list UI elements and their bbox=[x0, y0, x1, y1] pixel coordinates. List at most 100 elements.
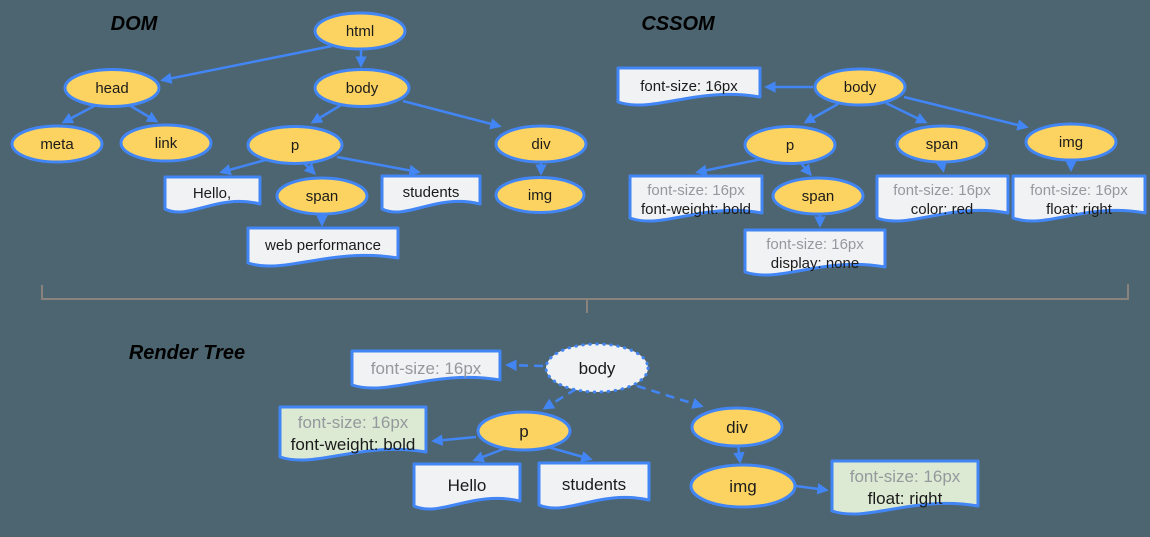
dom-textnode-students: students bbox=[380, 174, 482, 214]
rt-node-img-ellipse bbox=[689, 463, 797, 509]
cssom-rule-body-line1: font-size: 16px bbox=[640, 78, 738, 95]
dom-node-img: img bbox=[494, 176, 586, 214]
dom-edge-body-p bbox=[310, 103, 342, 124]
rt-textnode-students-label: students bbox=[562, 475, 626, 494]
rt-node-body-ellipse bbox=[544, 342, 650, 394]
dom-edge-head-meta bbox=[61, 103, 97, 124]
dom-node-span: span bbox=[275, 176, 369, 216]
dom-edge-body-div bbox=[402, 99, 502, 130]
dom-textnode-students-shape bbox=[380, 174, 482, 214]
dom-node-p-ellipse bbox=[246, 125, 344, 165]
cssom-node-body: body bbox=[813, 67, 907, 107]
dom-node-html-ellipse bbox=[313, 11, 407, 51]
dom-edge-p-hello bbox=[219, 157, 270, 176]
rt-textnode-hello: Hello bbox=[412, 462, 522, 511]
dom-node-meta: meta bbox=[10, 124, 104, 164]
cssom-rule-body: font-size: 16px bbox=[616, 66, 762, 107]
cssom-node-img: img bbox=[1024, 122, 1118, 162]
dom-textnode-hello-label: Hello, bbox=[193, 185, 231, 202]
dom-node-head-ellipse bbox=[63, 68, 161, 108]
dom-node-head-label: head bbox=[95, 80, 128, 97]
rt-node-div: div bbox=[690, 406, 784, 448]
rt-rule-img-line2: float: right bbox=[868, 489, 943, 508]
dom-node-link-label: link bbox=[155, 135, 178, 152]
rt-rule-p: font-size: 16px font-weight: bold bbox=[278, 405, 428, 462]
cssom-rule-span-none-shape bbox=[743, 228, 887, 277]
cssom-node-body-label: body bbox=[844, 79, 877, 96]
rt-node-body-label: body bbox=[579, 359, 616, 378]
dom-node-body-ellipse bbox=[313, 68, 411, 108]
rt-edge-body-div bbox=[636, 384, 704, 409]
rt-rule-body-line1: font-size: 16px bbox=[371, 359, 482, 378]
rt-node-p-ellipse bbox=[476, 410, 572, 452]
cssom-rule-p-line1: font-size: 16px bbox=[647, 182, 745, 199]
cssom-edge-body-img bbox=[903, 95, 1029, 131]
rt-node-img: img bbox=[689, 463, 797, 509]
rt-rule-body: font-size: 16px bbox=[350, 349, 502, 390]
rt-rule-img-line1: font-size: 16px bbox=[850, 467, 961, 486]
dom-textnode-hello-shape bbox=[163, 175, 262, 214]
section-divider bbox=[41, 284, 1129, 313]
rt-textnode-students-shape bbox=[537, 461, 651, 510]
dom-node-img-ellipse bbox=[494, 176, 586, 214]
dom-textnode-students-label: students bbox=[403, 184, 460, 201]
cssom-rule-span-red-shape bbox=[875, 174, 1010, 223]
cssom-rule-img: font-size: 16px float: right bbox=[1011, 174, 1147, 223]
rt-edge-img-rule bbox=[795, 483, 829, 495]
cssom-node-img-ellipse bbox=[1024, 122, 1118, 162]
cssom-node-span-red: span bbox=[895, 124, 989, 164]
dom-edge-p-students bbox=[336, 155, 421, 177]
rt-rule-p-line2: font-weight: bold bbox=[291, 435, 416, 454]
cssom-rule-img-line1: font-size: 16px bbox=[1030, 182, 1128, 199]
rt-rule-img-shape bbox=[830, 459, 980, 516]
dom-node-link-ellipse bbox=[119, 123, 213, 163]
cssom-rule-span-none-line1: font-size: 16px bbox=[766, 236, 864, 253]
dom-node-html: html bbox=[313, 11, 407, 51]
rt-rule-img: font-size: 16px float: right bbox=[830, 459, 980, 516]
render-tree-title: Render Tree bbox=[129, 342, 245, 364]
dom-node-meta-ellipse bbox=[10, 124, 104, 164]
dom-section: DOM html head body meta bbox=[10, 11, 588, 268]
cssom-rule-span-red-line2: color: red bbox=[911, 201, 974, 218]
dom-node-div: div bbox=[494, 124, 588, 164]
cssom-node-span-red-label: span bbox=[926, 136, 959, 153]
dom-node-span-ellipse bbox=[275, 176, 369, 216]
dom-node-head: head bbox=[63, 68, 161, 108]
dom-node-link: link bbox=[119, 123, 213, 163]
cssom-rule-p-shape bbox=[628, 174, 764, 223]
cssom-node-p: p bbox=[743, 125, 837, 165]
rt-rule-body-shape bbox=[350, 349, 502, 390]
dom-node-p-label: p bbox=[291, 137, 299, 154]
dom-node-div-label: div bbox=[531, 136, 551, 153]
cssom-rule-img-line2: float: right bbox=[1046, 201, 1113, 218]
rt-textnode-hello-label: Hello bbox=[448, 476, 487, 495]
rt-edge-p-rule bbox=[431, 434, 477, 446]
dom-node-div-ellipse bbox=[494, 124, 588, 164]
rt-edge-body-p bbox=[542, 387, 577, 410]
dom-node-p: p bbox=[246, 125, 344, 165]
dom-title: DOM bbox=[111, 13, 159, 35]
cssom-rule-span-none-line2: display: none bbox=[771, 255, 859, 272]
dom-textnode-webperf-label: web performance bbox=[264, 237, 381, 254]
cssom-node-span-none: span bbox=[771, 176, 865, 216]
dom-textnode-webperf-shape bbox=[246, 226, 400, 268]
rt-node-p-label: p bbox=[519, 422, 528, 441]
cssom-node-span-none-ellipse bbox=[771, 176, 865, 216]
rt-node-div-label: div bbox=[726, 418, 748, 437]
cssom-edge-body-p bbox=[803, 102, 839, 124]
rt-edge-p-students bbox=[547, 445, 593, 463]
cssom-title: CSSOM bbox=[641, 13, 716, 35]
rt-node-p: p bbox=[476, 410, 572, 452]
dom-node-body-label: body bbox=[346, 80, 379, 97]
rt-rule-p-shape bbox=[278, 405, 428, 462]
rt-rule-p-line1: font-size: 16px bbox=[298, 413, 409, 432]
dom-textnode-webperf: web performance bbox=[246, 226, 400, 268]
cssom-node-img-label: img bbox=[1059, 134, 1083, 151]
dom-node-img-label: img bbox=[528, 187, 552, 204]
rt-node-body: body bbox=[544, 342, 650, 394]
rt-node-div-ellipse bbox=[690, 406, 784, 448]
dom-node-meta-label: meta bbox=[40, 136, 74, 153]
dom-node-html-label: html bbox=[346, 23, 374, 40]
cssom-rule-span-red: font-size: 16px color: red bbox=[875, 174, 1010, 223]
